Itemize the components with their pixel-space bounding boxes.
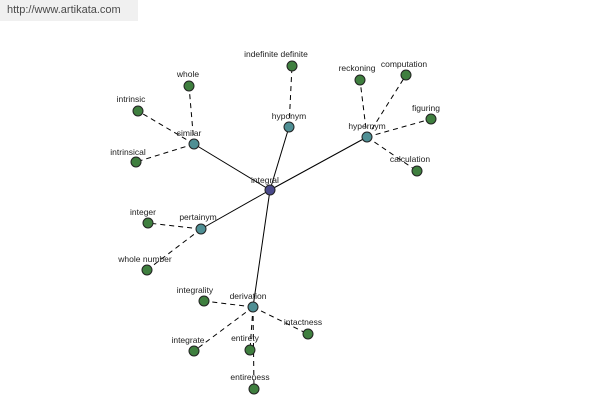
edge-integral-hypernym [269, 136, 368, 191]
label-integrate: integrate [171, 335, 204, 345]
nodes-layer: integral similar hyponym hypernym pertai… [110, 49, 440, 395]
label-entireness: entireness [230, 372, 269, 382]
label-whole-number: whole number [117, 254, 172, 264]
label-similar: similar [177, 128, 202, 138]
edge-similar-intrinsical [135, 143, 195, 163]
edge-pertainym-whole-number [146, 228, 202, 271]
node-calculation[interactable] [411, 165, 423, 177]
edge-integral-hyponym [269, 126, 290, 191]
edge-integral-derivation [252, 189, 271, 308]
edge-derivation-entirety [249, 306, 254, 351]
label-hypernym: hypernym [348, 121, 385, 131]
label-pertainym: pertainym [179, 212, 216, 222]
edge-hypernym-calculation [366, 136, 418, 172]
source-url-banner[interactable]: http://www.artikata.com [0, 0, 138, 21]
node-computation[interactable] [400, 69, 412, 81]
edge-derivation-integrality [203, 300, 254, 308]
node-whole[interactable] [183, 80, 195, 92]
node-reckoning[interactable] [354, 74, 366, 86]
node-hypernym[interactable] [361, 131, 373, 143]
node-integrality[interactable] [198, 295, 210, 307]
node-derivation[interactable] [247, 301, 259, 313]
node-integer[interactable] [142, 217, 154, 229]
label-entirety: entirety [231, 333, 260, 343]
edge-integral-similar [193, 143, 271, 191]
label-reckoning: reckoning [339, 63, 376, 73]
node-entireness[interactable] [248, 383, 260, 395]
edge-derivation-intactness [252, 306, 309, 335]
node-intrinsical[interactable] [130, 156, 142, 168]
label-derivation: derivation [230, 291, 267, 301]
node-whole-number[interactable] [141, 264, 153, 276]
edge-hypernym-figuring [366, 118, 432, 138]
label-computation: computation [381, 59, 428, 69]
node-intrinsic[interactable] [132, 105, 144, 117]
label-integrality: integrality [177, 285, 214, 295]
edges-layer [135, 65, 432, 390]
label-figuring: figuring [412, 103, 440, 113]
label-indefinite-definite: indefinite definite [244, 49, 308, 59]
node-intactness[interactable] [302, 328, 314, 340]
node-integral[interactable] [264, 184, 276, 196]
node-hyponym[interactable] [283, 121, 295, 133]
node-figuring[interactable] [425, 113, 437, 125]
edge-hypernym-reckoning [359, 79, 368, 138]
node-entirety[interactable] [244, 344, 256, 356]
label-calculation: calculation [390, 154, 430, 164]
edge-derivation-entireness [252, 306, 255, 390]
label-integer: integer [130, 207, 156, 217]
node-pertainym[interactable] [195, 223, 207, 235]
node-similar[interactable] [188, 138, 200, 150]
label-intactness: intactness [284, 317, 322, 327]
edge-hypernym-computation [366, 74, 407, 138]
edge-integral-pertainym [200, 189, 271, 230]
edge-similar-intrinsic [137, 110, 195, 145]
edge-pertainym-integer [147, 222, 202, 230]
node-indefinite-definite[interactable] [286, 60, 298, 72]
label-intrinsic: intrinsic [117, 94, 147, 104]
label-hyponym: hyponym [272, 111, 307, 121]
edge-derivation-integrate [193, 306, 254, 352]
edge-hyponym-indefinite-definite [288, 65, 293, 128]
label-intrinsical: intrinsical [110, 147, 146, 157]
label-whole: whole [176, 69, 199, 79]
node-integrate[interactable] [188, 345, 200, 357]
label-integral: integral [251, 175, 279, 185]
edge-similar-whole [188, 85, 195, 145]
